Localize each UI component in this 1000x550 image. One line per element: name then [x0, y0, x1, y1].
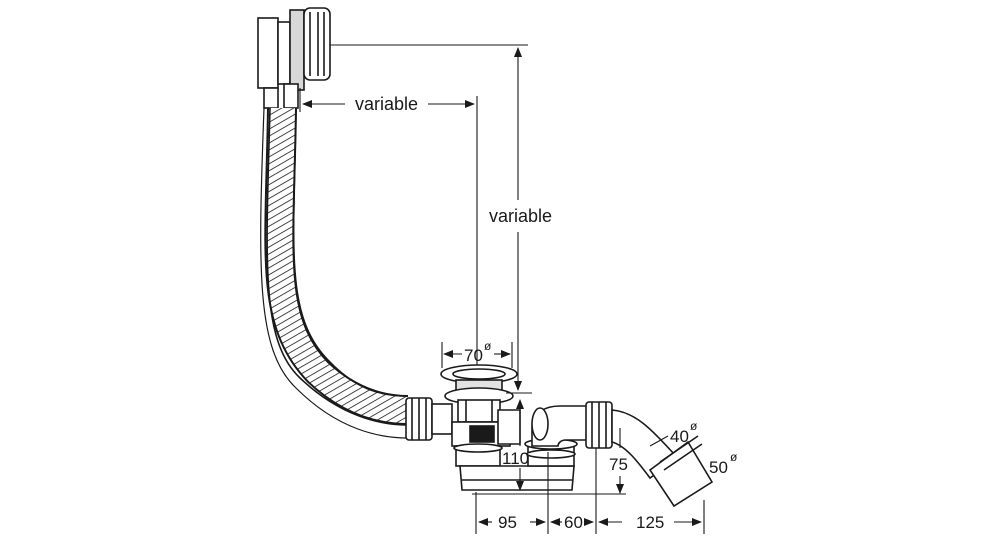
diameter-70-symbol: ø — [484, 339, 492, 353]
length-125-label: 125 — [636, 513, 664, 532]
height-75-label: 75 — [609, 455, 628, 474]
outlet-elbow — [531, 401, 714, 508]
overflow-head — [257, 7, 331, 109]
trap-body — [453, 438, 578, 491]
outlet-50-label: 50 — [709, 458, 728, 477]
outlet-40-symbol: ø — [690, 419, 698, 433]
length-95-label: 95 — [498, 513, 517, 532]
variable-horizontal-label: variable — [355, 94, 418, 114]
outlet-50-symbol: ø — [730, 450, 738, 464]
flexible-hose — [260, 107, 409, 439]
diameter-70-label: 70 — [464, 346, 483, 365]
length-60-label: 60 — [564, 513, 583, 532]
dimension-lines — [299, 44, 705, 534]
waste-valve — [440, 364, 521, 447]
height-110-label: 110 — [502, 449, 529, 468]
variable-vertical-label: variable — [489, 206, 552, 226]
hose-connector-nut — [405, 397, 453, 441]
outlet-40-label: 40 — [670, 427, 689, 446]
